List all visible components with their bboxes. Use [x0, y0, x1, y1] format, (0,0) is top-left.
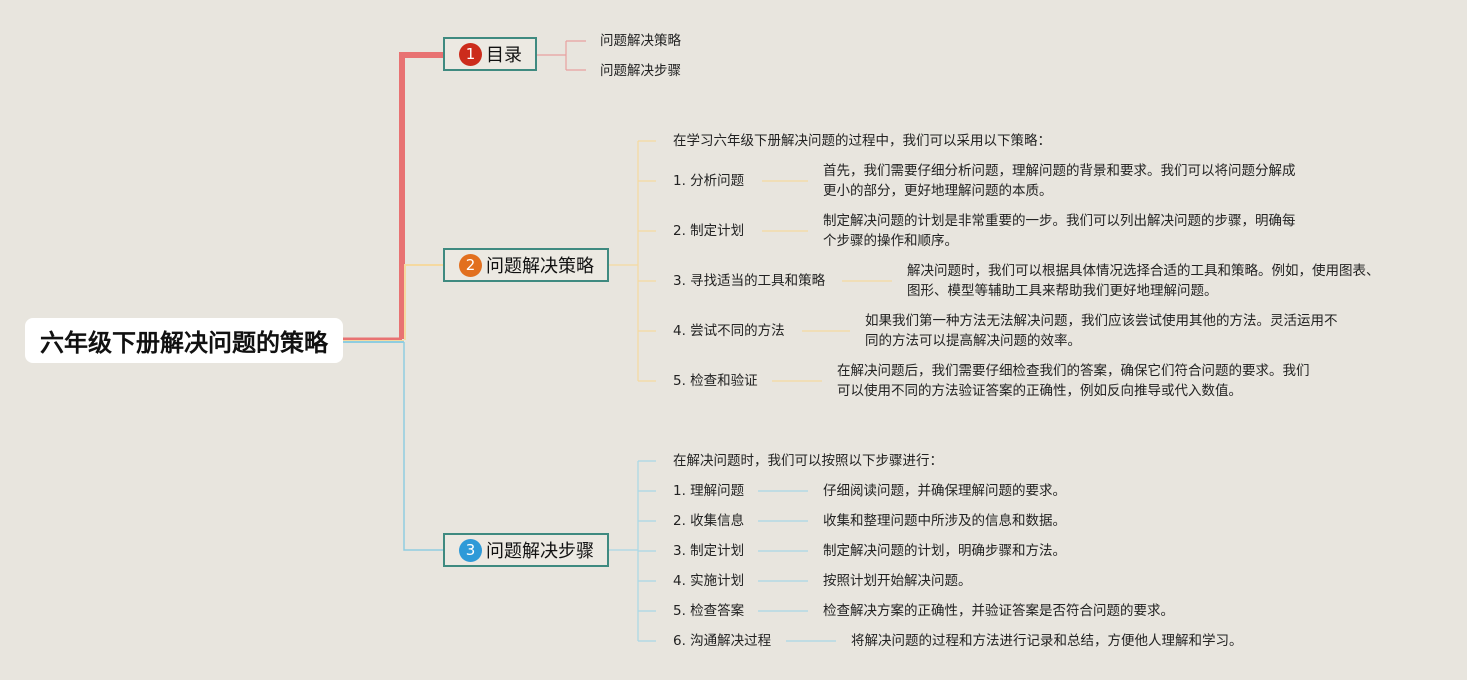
branch-steps-label: 问题解决步骤 — [486, 541, 594, 562]
strategy-child-ticks — [638, 140, 656, 382]
toc-item-strategy[interactable]: 问题解决策略 — [600, 33, 681, 49]
number-badge-2: 2 — [459, 253, 482, 277]
steps-desc-links — [758, 490, 836, 642]
steps-item-label[interactable]: 2. 收集信息 — [673, 513, 745, 529]
strategy-item-label[interactable]: 5. 检查和验证 — [673, 373, 758, 389]
steps-bracket — [608, 461, 639, 641]
strategy-item-desc-line2: 个步骤的操作和顺序。 — [823, 233, 958, 249]
strategy-item-label[interactable]: 1. 分析问题 — [673, 173, 745, 189]
strategy-item-desc-line1: 制定解决问题的计划是非常重要的一步。我们可以列出解决问题的步骤，明确每 — [823, 213, 1296, 229]
strategy-bracket — [608, 141, 639, 381]
steps-trunk — [403, 342, 443, 551]
strategy-item-desc-line1: 在解决问题后，我们需要仔细检查我们的答案，确保它们符合问题的要求。我们 — [837, 363, 1310, 379]
steps-item-desc: 仔细阅读问题，并确保理解问题的要求。 — [823, 483, 1066, 499]
root-node[interactable]: 六年级下册解决问题的策略 — [25, 318, 343, 363]
branch-steps[interactable]: 3 问题解决步骤 — [443, 533, 609, 567]
toc-child-connector — [537, 40, 586, 71]
strategy-item-desc-line1: 如果我们第一种方法无法解决问题，我们应该尝试使用其他的方法。灵活运用不 — [865, 313, 1338, 329]
strategy-item-desc-line1: 解决问题时，我们可以根据具体情况选择合适的工具和策略。例如，使用图表、 — [907, 263, 1380, 279]
steps-item-desc: 制定解决问题的计划，明确步骤和方法。 — [823, 543, 1066, 559]
steps-item-desc: 按照计划开始解决问题。 — [823, 573, 972, 589]
strategy-trunk — [404, 264, 443, 340]
branch-strategy-label: 问题解决策略 — [486, 256, 594, 277]
branch-toc-label: 目录 — [486, 45, 522, 66]
steps-item-label[interactable]: 5. 检查答案 — [673, 603, 745, 619]
steps-item-desc: 收集和整理问题中所涉及的信息和数据。 — [823, 513, 1066, 529]
number-badge-1: 1 — [459, 42, 482, 66]
strategy-desc-links — [762, 180, 892, 382]
steps-item-label[interactable]: 3. 制定计划 — [673, 543, 745, 559]
steps-item-label[interactable]: 6. 沟通解决过程 — [673, 633, 772, 649]
branch-toc[interactable]: 1 目录 — [443, 37, 537, 71]
steps-item-desc: 检查解决方案的正确性，并验证答案是否符合问题的要求。 — [823, 603, 1174, 619]
strategy-item-desc-line2: 同的方法可以提高解决问题的效率。 — [865, 333, 1081, 349]
strategy-item-desc-line2: 可以使用不同的方法验证答案的正确性，例如反向推导或代入数值。 — [837, 383, 1242, 399]
root-title: 六年级下册解决问题的策略 — [40, 329, 328, 357]
branch-strategy[interactable]: 2 问题解决策略 — [443, 248, 609, 282]
toc-trunk — [399, 52, 443, 339]
steps-child-ticks — [638, 460, 656, 642]
toc-item-steps[interactable]: 问题解决步骤 — [600, 63, 681, 79]
steps-item-label[interactable]: 4. 实施计划 — [673, 573, 745, 589]
steps-item-label[interactable]: 1. 理解问题 — [673, 483, 745, 499]
strategy-item-desc-line1: 首先，我们需要仔细分析问题，理解问题的背景和要求。我们可以将问题分解成 — [823, 163, 1296, 179]
strategy-item-label[interactable]: 4. 尝试不同的方法 — [673, 323, 785, 339]
steps-intro: 在解决问题时，我们可以按照以下步骤进行： — [673, 453, 943, 469]
strategy-item-label[interactable]: 2. 制定计划 — [673, 223, 745, 239]
steps-item-desc: 将解决问题的过程和方法进行记录和总结，方便他人理解和学习。 — [851, 633, 1243, 649]
strategy-item-label[interactable]: 3. 寻找适当的工具和策略 — [673, 273, 826, 289]
strategy-item-desc-line2: 图形、模型等辅助工具来帮助我们更好地理解问题。 — [907, 283, 1218, 299]
strategy-item-desc-line2: 更小的部分，更好地理解问题的本质。 — [823, 183, 1053, 199]
number-badge-3: 3 — [459, 538, 482, 562]
strategy-intro: 在学习六年级下册解决问题的过程中，我们可以采用以下策略： — [673, 133, 1051, 149]
